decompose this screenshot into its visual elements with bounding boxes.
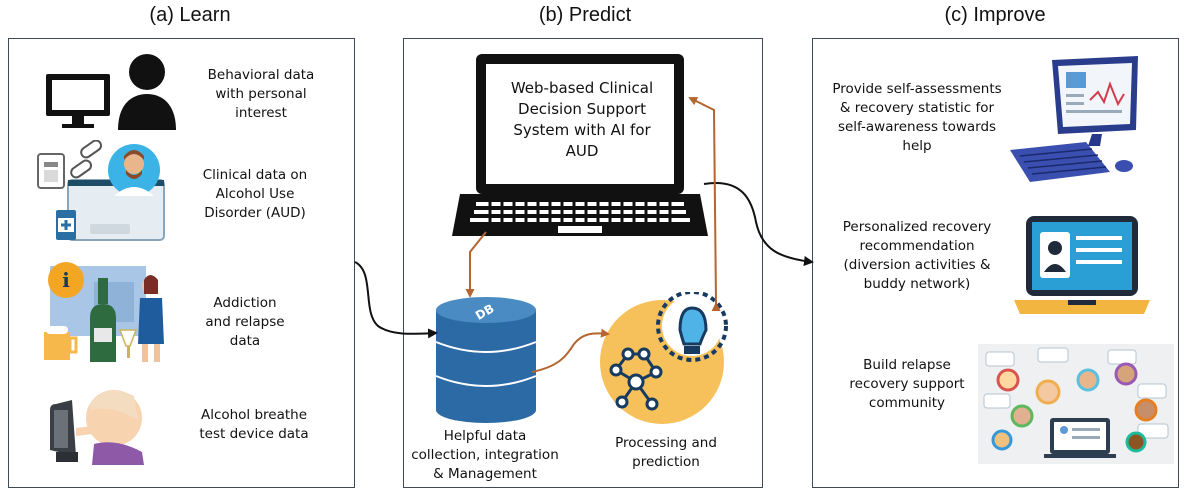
processing-prediction-icon — [596, 292, 736, 427]
learn-item-behavioral-label: Behavioral data with personal interest — [207, 67, 315, 121]
database-icon — [432, 296, 542, 426]
learn-item-breath-label: Alcohol breathe test device data — [199, 407, 309, 442]
monitor-dashboard-icon — [1006, 54, 1156, 189]
addiction-relapse-icon: i — [40, 258, 170, 368]
svg-text:i: i — [62, 268, 70, 292]
panel-title-improve: (c) Improve — [944, 4, 1046, 26]
database-caption: Helpful data collection, integration & M… — [411, 428, 559, 482]
profile-laptop-icon — [1012, 212, 1152, 322]
breath-test-device-icon — [46, 380, 156, 465]
clinical-data-icon — [30, 140, 180, 250]
laptop-screen-text: Web-based Clinical Decision Support Syst… — [510, 79, 654, 160]
learn-item-addiction-label: Addiction and relapse data — [205, 295, 285, 349]
panel-title-predict: (b) Predict — [538, 4, 632, 26]
monitor-person-icon — [44, 52, 184, 132]
processing-caption: Processing and prediction — [615, 435, 717, 470]
support-community-icon — [978, 344, 1174, 464]
laptop-icon — [450, 52, 710, 242]
improve-item-recommendation-label: Personalized recovery recommendation (di… — [842, 219, 992, 292]
learn-item-clinical-label: Clinical data on Alcohol Use Disorder (A… — [202, 167, 308, 221]
panel-title-learn: (a) Learn — [149, 4, 231, 26]
improve-item-community-label: Build relapse recovery support community — [849, 357, 965, 411]
improve-item-self-assessment-label: Provide self-assessments & recovery stat… — [832, 81, 1002, 154]
